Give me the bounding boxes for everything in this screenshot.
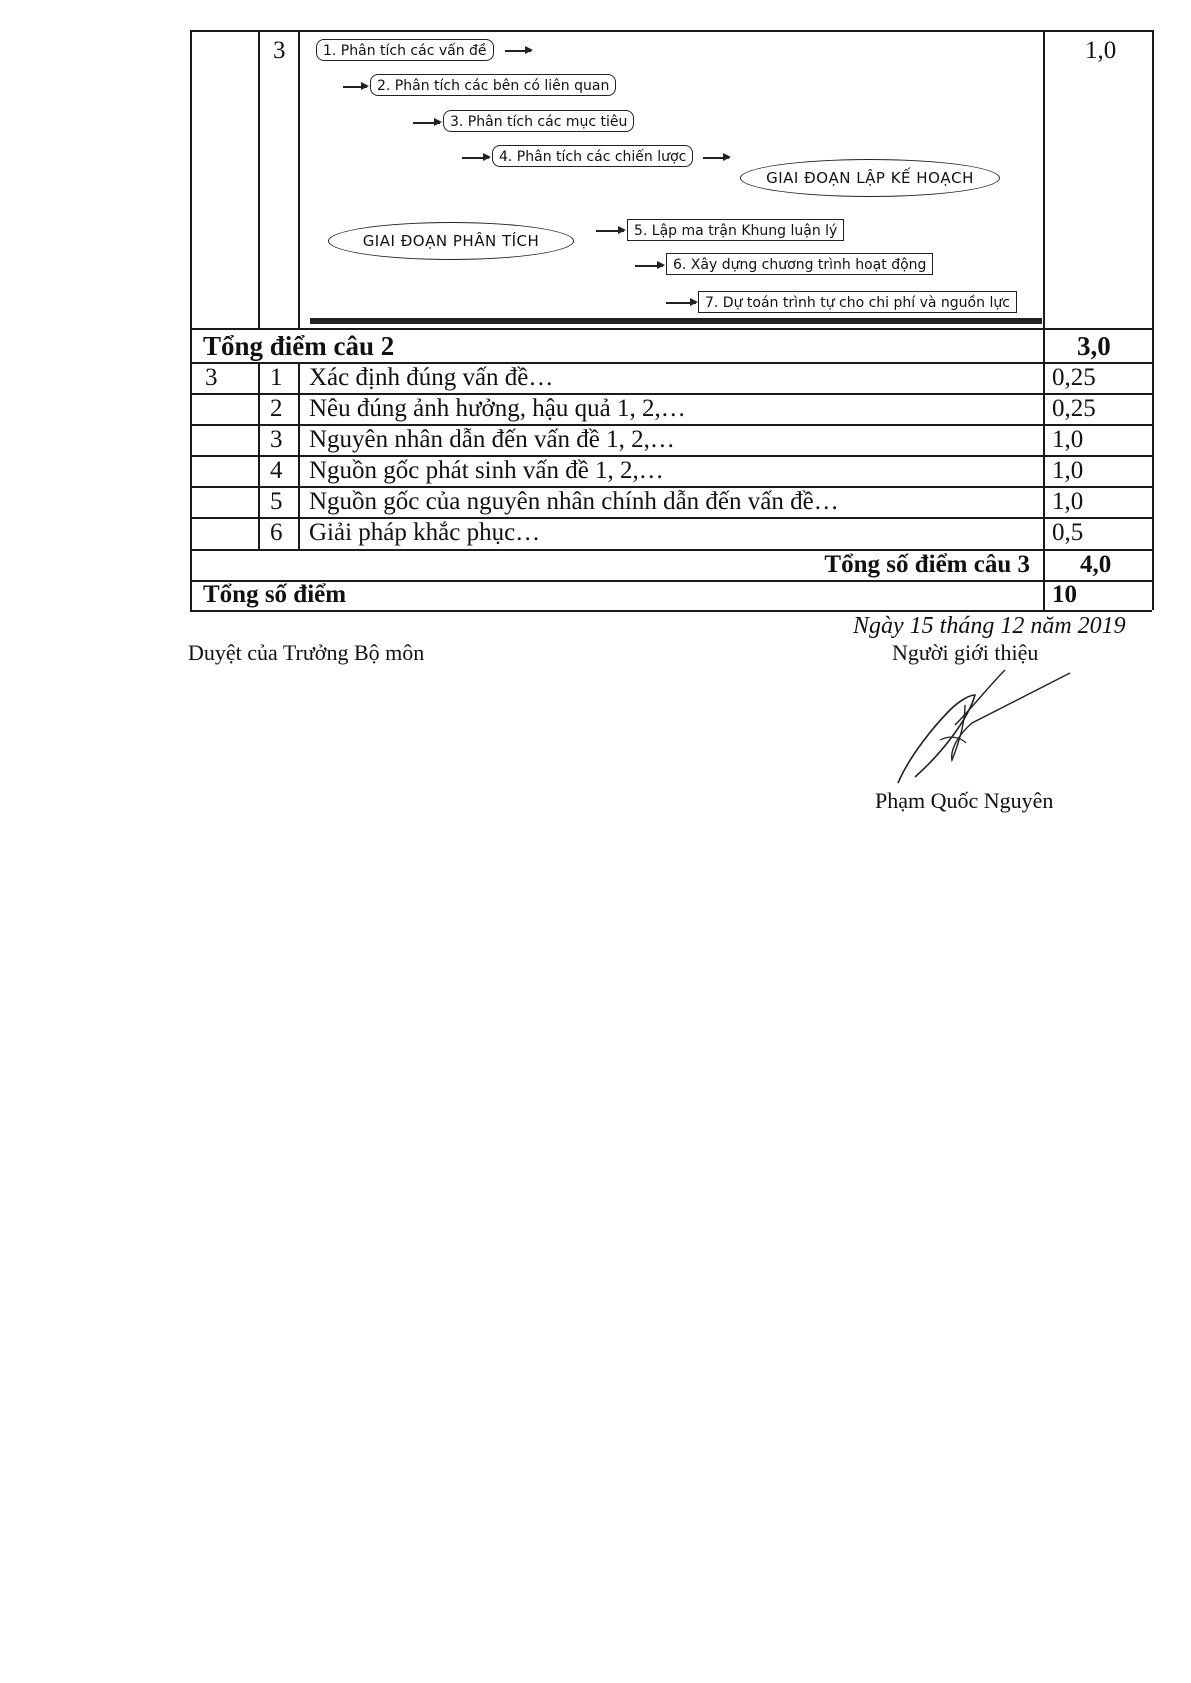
q3-item-number: 2 bbox=[270, 395, 283, 422]
row-line bbox=[190, 455, 1152, 457]
arrow-icon bbox=[505, 47, 533, 53]
q3-item-text: Nguồn gốc phát sinh vấn đề 1, 2,… bbox=[309, 457, 664, 484]
q2-total-label: Tổng điểm câu 2 bbox=[203, 331, 395, 361]
table-col-divider bbox=[1043, 30, 1045, 610]
q3-item-score: 1,0 bbox=[1052, 426, 1084, 453]
diagram-row-score: 1,0 bbox=[1085, 37, 1117, 64]
q3-item-text: Nêu đúng ảnh hưởng, hậu quả 1, 2,… bbox=[309, 395, 686, 422]
q3-item-score: 0,25 bbox=[1052, 395, 1096, 422]
q3-item-number: 3 bbox=[270, 426, 283, 453]
diagram-row-number: 3 bbox=[273, 37, 286, 64]
phase-planning-oval: GIAI ĐOẠN LẬP KẾ HOẠCH bbox=[740, 159, 1000, 197]
table-bottom-line bbox=[190, 610, 1152, 612]
row-line bbox=[190, 580, 1152, 582]
arrow-icon bbox=[343, 83, 369, 89]
diagram-bottom-bar bbox=[310, 318, 1042, 324]
q3-item-text: Nguồn gốc của nguyên nhân chính dẫn đến … bbox=[309, 488, 839, 515]
arrow-icon bbox=[413, 119, 442, 125]
table-border-left bbox=[190, 30, 192, 610]
row-line bbox=[190, 549, 1152, 551]
diagram-step-6: 6. Xây dựng chương trình hoạt động bbox=[666, 253, 934, 275]
table-col-divider bbox=[258, 30, 260, 328]
grand-total-label: Tổng số điểm bbox=[203, 581, 347, 608]
q3-item-number: 4 bbox=[270, 457, 283, 484]
table-border-right bbox=[1152, 30, 1154, 610]
q3-total-label: Tổng số điểm câu 3 bbox=[824, 551, 1030, 578]
footer-presenter-name: Phạm Quốc Nguyên bbox=[875, 788, 1054, 813]
table-top-line bbox=[190, 30, 1152, 32]
q3-question-number: 3 bbox=[205, 364, 218, 391]
q3-item-score: 1,0 bbox=[1052, 488, 1084, 515]
q3-item-text: Giải pháp khắc phục… bbox=[309, 519, 541, 546]
footer-presenter-title: Người giới thiệu bbox=[892, 640, 1039, 665]
q3-item-number: 6 bbox=[270, 519, 283, 546]
q3-item-score: 1,0 bbox=[1052, 457, 1084, 484]
row-line bbox=[190, 362, 1152, 364]
q3-item-number: 1 bbox=[270, 364, 283, 391]
diagram-step-5: 5. Lập ma trận Khung luận lý bbox=[627, 219, 845, 241]
q3-item-text: Xác định đúng vấn đề… bbox=[309, 364, 554, 391]
table-col-divider bbox=[298, 30, 300, 328]
diagram-step-3: 3. Phân tích các mục tiêu bbox=[443, 110, 635, 132]
arrow-icon bbox=[635, 262, 665, 268]
phase-analysis-oval: GIAI ĐOẠN PHÂN TÍCH bbox=[328, 222, 574, 260]
q2-total-score: 3,0 bbox=[1077, 331, 1111, 361]
arrow-icon bbox=[703, 154, 731, 160]
row-line bbox=[190, 517, 1152, 519]
signature-image bbox=[897, 669, 1071, 784]
diagram-step-7: 7. Dự toán trình tự cho chi phí và nguồn… bbox=[698, 291, 1017, 313]
q3-item-score: 0,5 bbox=[1052, 519, 1084, 546]
footer-approval: Duyệt của Trưởng Bộ môn bbox=[188, 640, 425, 665]
q3-total-score: 4,0 bbox=[1080, 551, 1112, 578]
arrow-icon bbox=[596, 227, 626, 233]
row-line bbox=[190, 424, 1152, 426]
q3-item-text: Nguyên nhân dẫn đến vấn đề 1, 2,… bbox=[309, 426, 675, 453]
arrow-icon bbox=[666, 299, 698, 305]
diagram-step-4: 4. Phân tích các chiến lược bbox=[492, 145, 694, 167]
q3-item-number: 5 bbox=[270, 488, 283, 515]
q3-item-score: 0,25 bbox=[1052, 364, 1096, 391]
row-line bbox=[190, 393, 1152, 395]
diagram-step-1: 1. Phân tích các vấn đề bbox=[316, 39, 494, 61]
arrow-icon bbox=[462, 154, 491, 160]
grand-total-score: 10 bbox=[1052, 581, 1077, 608]
diagram-step-2: 2. Phân tích các bên có liên quan bbox=[370, 74, 617, 96]
row-line bbox=[190, 328, 1152, 330]
footer-date: Ngày 15 tháng 12 năm 2019 bbox=[853, 613, 1126, 639]
row-line bbox=[190, 486, 1152, 488]
